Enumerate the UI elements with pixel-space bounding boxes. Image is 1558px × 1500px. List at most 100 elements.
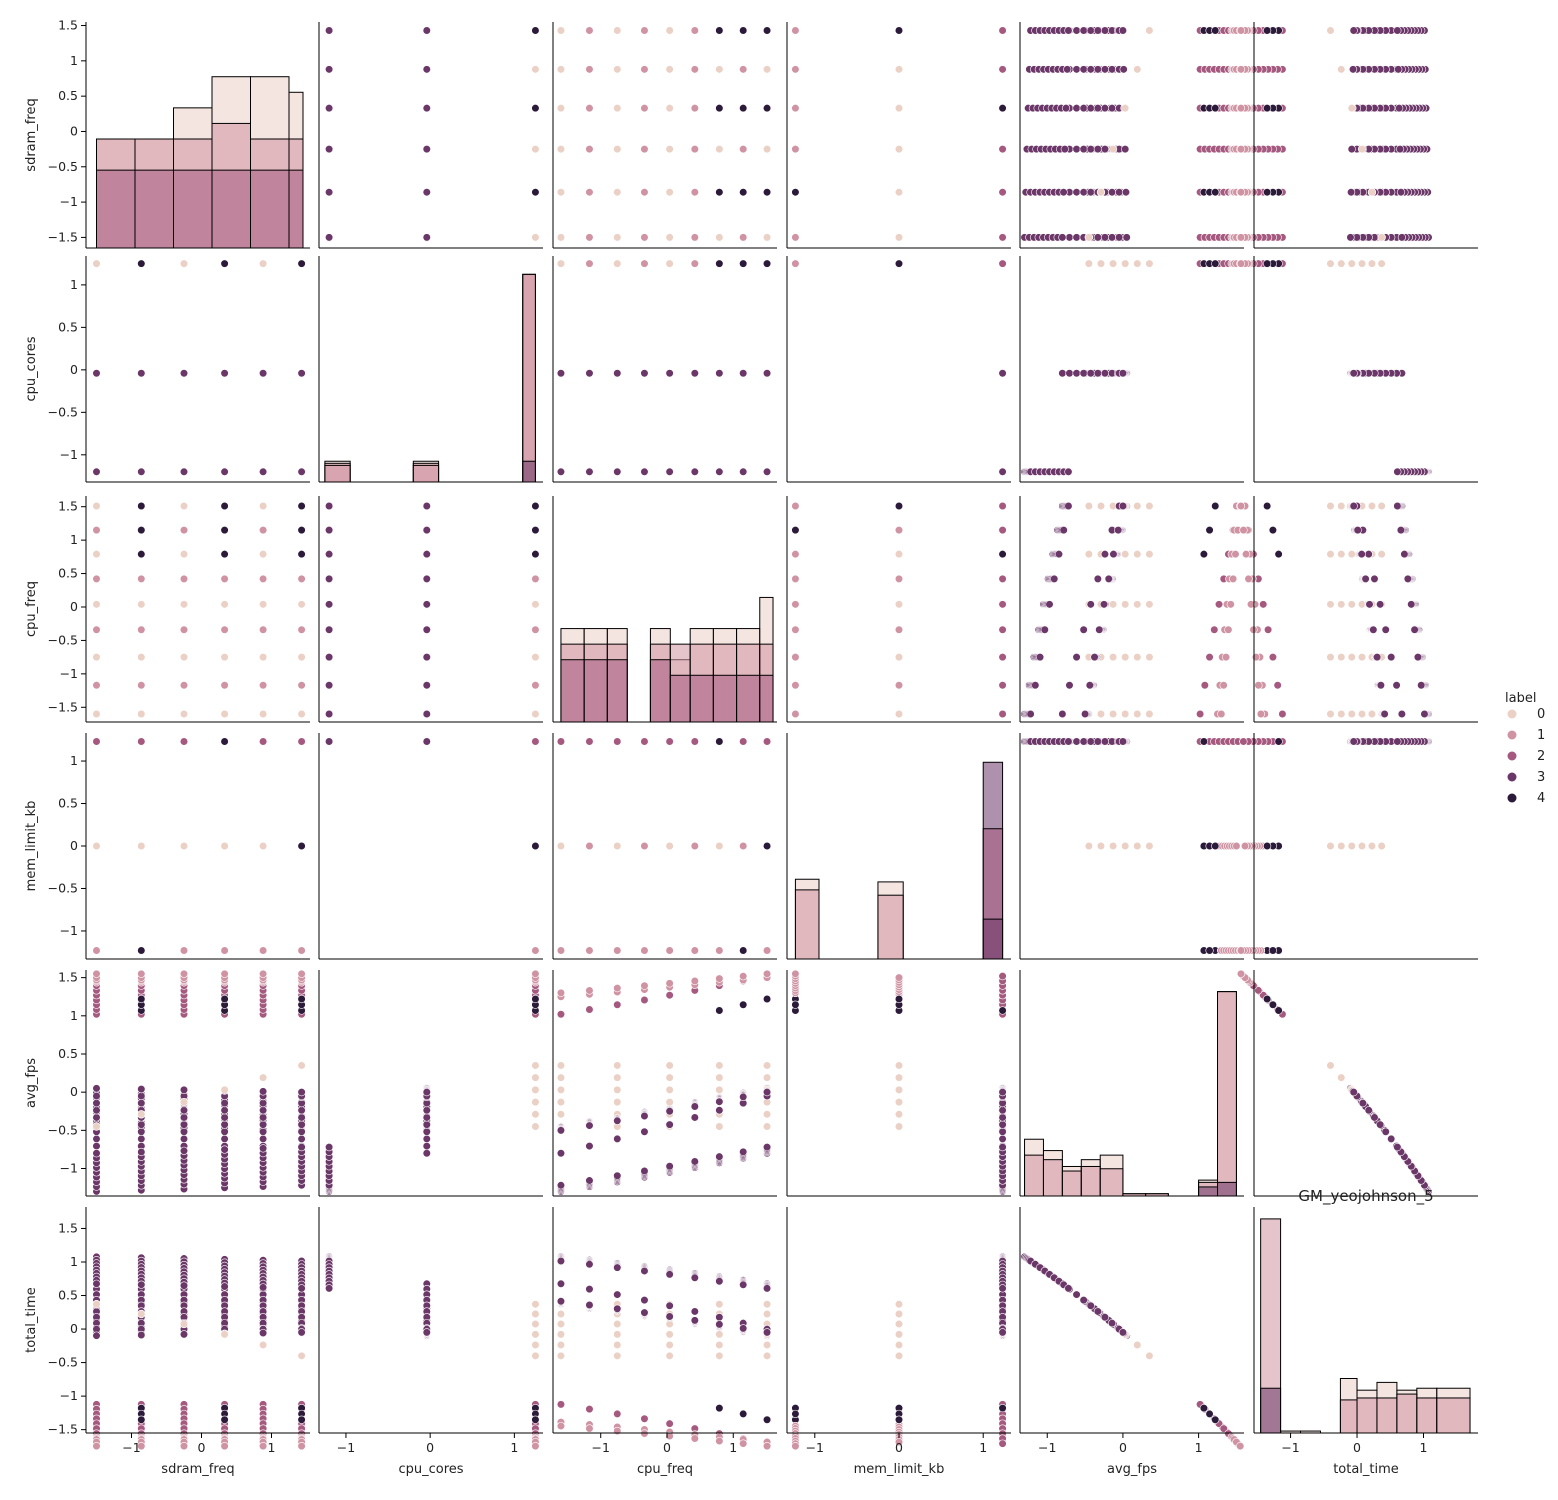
- scatter-point: [1211, 104, 1220, 113]
- scatter-point: [1121, 188, 1131, 197]
- scatter-point: [1367, 259, 1377, 268]
- scatter-point: [640, 26, 649, 35]
- panel-cpu_cores-vs-avg_fps: [1019, 256, 1245, 483]
- scatter-point: [894, 233, 904, 242]
- hist-bar: [759, 674, 774, 723]
- scatter-point: [1108, 600, 1118, 609]
- scatter-point: [640, 259, 649, 268]
- scatter-point: [894, 501, 904, 511]
- scatter-point: [762, 145, 772, 154]
- scatter-point: [998, 145, 1007, 154]
- scatter-point: [739, 145, 748, 154]
- scatter-point: [998, 369, 1007, 378]
- scatter-point: [556, 188, 566, 197]
- scatter-point: [1347, 188, 1356, 197]
- scatter-point: [220, 709, 229, 719]
- scatter-point: [179, 550, 189, 559]
- scatter-point: [1100, 233, 1110, 242]
- scatter-point: [791, 625, 800, 634]
- scatter-point: [715, 145, 724, 154]
- scatter-point: [791, 653, 800, 662]
- scatter-point: [791, 574, 800, 584]
- scatter-point: [894, 600, 904, 609]
- scatter-point: [739, 259, 748, 268]
- scatter-point: [1377, 233, 1386, 242]
- scatter-point: [1326, 26, 1335, 35]
- scatter-point: [1348, 65, 1358, 74]
- scatter-point: [585, 26, 594, 35]
- scatter-point: [259, 681, 268, 690]
- scatter-point: [739, 188, 748, 197]
- scatter-point: [690, 369, 699, 378]
- scatter-point: [1118, 369, 1128, 378]
- scatter-point: [1349, 26, 1358, 35]
- scatter-point: [179, 709, 189, 719]
- scatter-point: [1108, 145, 1118, 154]
- scatter-point: [556, 65, 566, 74]
- scatter-point: [1107, 65, 1117, 74]
- hist-bar: [288, 169, 304, 249]
- scatter-point: [1107, 233, 1117, 242]
- scatter-point: [1121, 104, 1130, 113]
- scatter-point: [762, 259, 772, 268]
- scatter-point: [325, 709, 334, 719]
- scatter-point: [613, 104, 622, 113]
- scatter-point: [422, 574, 431, 584]
- scatter-point: [640, 145, 649, 154]
- scatter-point: [325, 625, 334, 634]
- scatter-point: [1211, 26, 1220, 35]
- scatter-point: [325, 145, 334, 154]
- scatter-point: [791, 259, 800, 268]
- scatter-point: [1072, 188, 1081, 197]
- scatter-point: [1121, 259, 1130, 268]
- scatter-point: [762, 188, 772, 197]
- scatter-point: [585, 467, 594, 476]
- scatter-point: [531, 501, 540, 511]
- scatter-point: [179, 681, 189, 690]
- scatter-point: [1093, 369, 1102, 378]
- scatter-point: [1093, 65, 1102, 74]
- scatter-point: [665, 65, 674, 74]
- scatter-point: [1072, 233, 1081, 242]
- scatter-point: [690, 65, 699, 74]
- scatter-point: [1108, 259, 1118, 268]
- scatter-point: [92, 625, 101, 634]
- scatter-point: [422, 550, 431, 559]
- scatter-point: [1107, 188, 1117, 197]
- scatter-point: [690, 145, 699, 154]
- scatter-point: [640, 233, 649, 242]
- scatter-point: [1236, 233, 1246, 242]
- scatter-point: [1064, 467, 1073, 476]
- scatter-point: [1079, 26, 1088, 35]
- scatter-point: [179, 369, 189, 378]
- scatter-point: [1079, 369, 1088, 378]
- scatter-point: [665, 26, 674, 35]
- panel-sdram_freq-vs-cpu_cores: [318, 22, 543, 249]
- hist-bar: [522, 273, 536, 483]
- scatter-point: [1086, 188, 1095, 197]
- scatter-point: [259, 625, 268, 634]
- scatter-point: [665, 145, 674, 154]
- scatter-point: [1337, 259, 1346, 268]
- scatter-point: [894, 26, 904, 35]
- panel-cpu_cores-vs-cpu_freq: [552, 256, 777, 483]
- scatter-point: [1211, 188, 1220, 197]
- scatter-point: [297, 625, 306, 634]
- scatter-point: [297, 681, 306, 690]
- scatter-point: [1100, 104, 1110, 113]
- scatter-point: [531, 188, 540, 197]
- scatter-point: [422, 625, 431, 634]
- scatter-point: [531, 625, 540, 634]
- scatter-point: [422, 709, 431, 719]
- scatter-point: [297, 653, 306, 662]
- scatter-point: [690, 233, 699, 242]
- scatter-point: [325, 653, 334, 662]
- scatter-point: [325, 574, 334, 584]
- scatter-point: [739, 65, 748, 74]
- scatter-point: [1377, 259, 1386, 268]
- scatter-point: [894, 65, 904, 74]
- scatter-point: [585, 145, 594, 154]
- scatter-point: [1115, 233, 1124, 242]
- scatter-point: [791, 188, 800, 197]
- scatter-point: [998, 188, 1007, 197]
